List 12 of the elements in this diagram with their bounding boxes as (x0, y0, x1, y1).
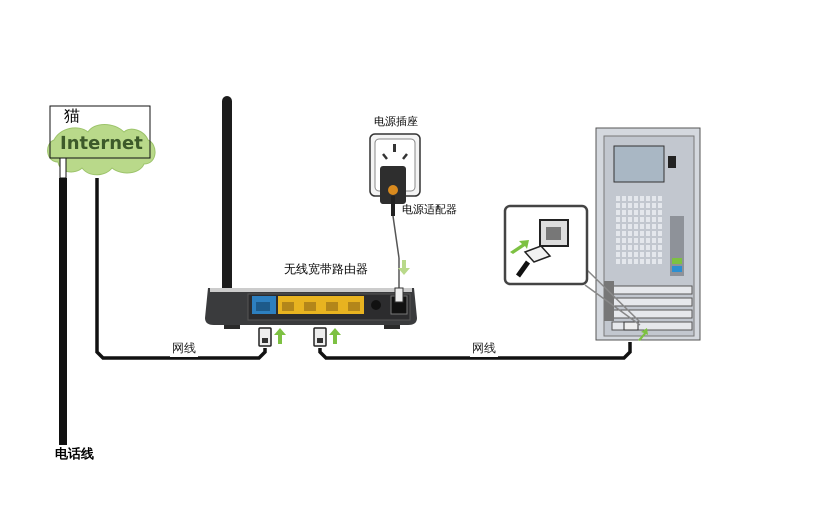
modem-label: 猫 (64, 106, 80, 127)
router-label: 无线宽带路由器 (284, 261, 368, 278)
adapter-label: 电源适配器 (402, 202, 457, 217)
cable (318, 342, 632, 360)
phone-line-label: 电话线 (55, 445, 105, 463)
cable (59, 178, 67, 445)
cable (392, 216, 400, 258)
cloud-label: Internet (60, 133, 143, 154)
cable (95, 178, 267, 360)
edge-label: 网线 (470, 340, 498, 357)
outlet-label: 电源插座 (374, 114, 418, 129)
edge-label: 网线 (170, 340, 198, 357)
